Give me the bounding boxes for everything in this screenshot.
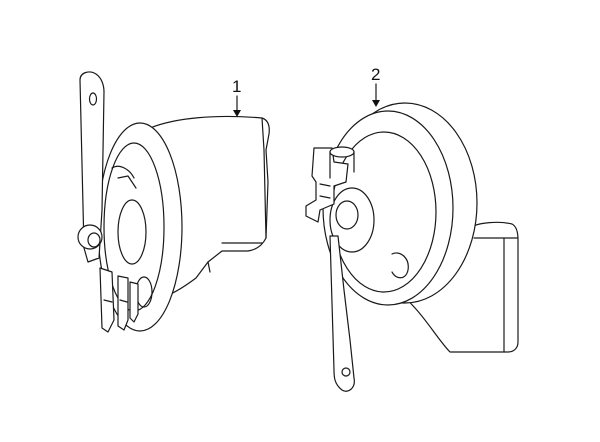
callout-2: 2 bbox=[371, 65, 380, 107]
callout-2-arrowhead bbox=[372, 100, 380, 107]
horn-2-bracket bbox=[329, 235, 355, 392]
horn-2-bracket-hole bbox=[341, 367, 351, 377]
horn-1-terminal-b bbox=[117, 275, 129, 331]
horn-1-terminal-c bbox=[129, 281, 139, 323]
horn-1-hub bbox=[117, 199, 147, 265]
horn-2-housing bbox=[403, 221, 519, 353]
horn-part-2 bbox=[305, 102, 519, 392]
horn-part-1 bbox=[77, 71, 270, 333]
callout-1-label: 1 bbox=[232, 77, 241, 96]
callout-1: 1 bbox=[232, 77, 241, 117]
horn-1-terminal-a bbox=[99, 267, 115, 333]
callout-1-arrowhead bbox=[233, 110, 241, 117]
horn-1-bracket-hole bbox=[88, 92, 98, 106]
callout-2-label: 2 bbox=[371, 65, 380, 84]
horn-1-bracket bbox=[79, 71, 105, 263]
